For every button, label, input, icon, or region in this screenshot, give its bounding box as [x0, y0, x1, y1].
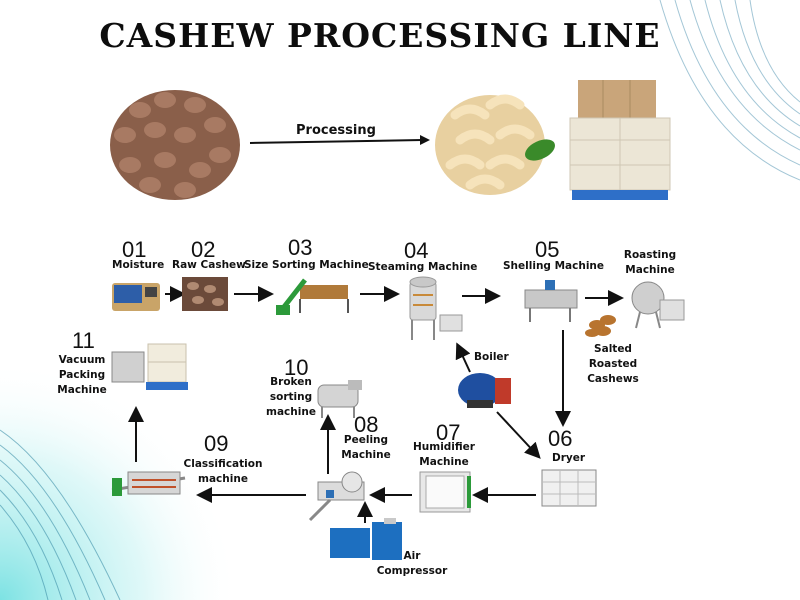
page-title: CASHEW PROCESSING LINE	[99, 16, 661, 55]
step-08-label: Peeling Machine	[341, 434, 391, 461]
vacuum-packing-machine-image	[111, 343, 188, 390]
step-05-label: Shelling Machine	[503, 260, 605, 272]
arrow-boiler-04	[455, 342, 471, 373]
boiler-label: Boiler	[474, 351, 509, 363]
step-02-label: Raw Cashew	[172, 259, 246, 271]
cashew-kernel-pile-image	[435, 94, 555, 195]
step-08-number: 08	[354, 412, 379, 437]
classification-machine-image	[111, 471, 186, 496]
salted-roasted-cashews-label: Salted Roasted Cashews	[587, 343, 639, 385]
roasting-machine-image	[631, 281, 685, 329]
moisture-meter-image	[112, 283, 160, 311]
step-04-label: Steaming Machine	[368, 261, 478, 273]
step-11-number: 11	[72, 328, 95, 353]
step-06-label: Dryer	[552, 452, 586, 464]
processing-arrow	[249, 135, 430, 145]
shelling-machine-image	[524, 280, 578, 322]
step-02-number: 02	[191, 237, 216, 262]
broken-sorting-machine-image	[317, 380, 362, 418]
step-07-label: Humidifier Machine	[412, 441, 475, 468]
step-07-number: 07	[436, 420, 461, 445]
step-05-number: 05	[535, 237, 560, 262]
step-06-number: 06	[548, 426, 573, 451]
peeling-machine-image	[308, 471, 365, 522]
arrow-boiler-06	[496, 411, 541, 459]
step-09-label: Classification machine	[183, 458, 263, 485]
step-11-label: Vacuum Packing Machine	[57, 354, 107, 396]
size-sorting-machine-image	[276, 278, 349, 315]
steaming-machine-image	[409, 276, 463, 340]
step-01-number: 01	[122, 237, 147, 262]
humidifier-machine-image	[419, 471, 471, 513]
step-03-number: 03	[288, 235, 313, 260]
step-04-number: 04	[404, 238, 429, 263]
salted-roasted-cashews-image	[585, 315, 616, 337]
air-compressor-label: Air Compressor	[376, 550, 448, 577]
processing-label: Processing	[296, 123, 376, 138]
step-03-label: Size Sorting Machine	[244, 259, 369, 271]
raw-cashew-pile-image	[110, 90, 240, 200]
step-09-number: 09	[204, 431, 229, 456]
raw-cashew-small-image	[182, 277, 228, 311]
packaged-cashew-pallet-image	[569, 80, 671, 200]
step-10-number: 10	[284, 355, 309, 380]
air-compressor-image	[330, 518, 402, 560]
boiler-image	[458, 373, 511, 408]
step-01-label: Moisture	[112, 259, 165, 271]
dryer-image	[541, 469, 597, 507]
roasting-machine-label: Roasting Machine	[623, 249, 677, 276]
step-10-label: Broken sorting machine	[266, 376, 316, 418]
